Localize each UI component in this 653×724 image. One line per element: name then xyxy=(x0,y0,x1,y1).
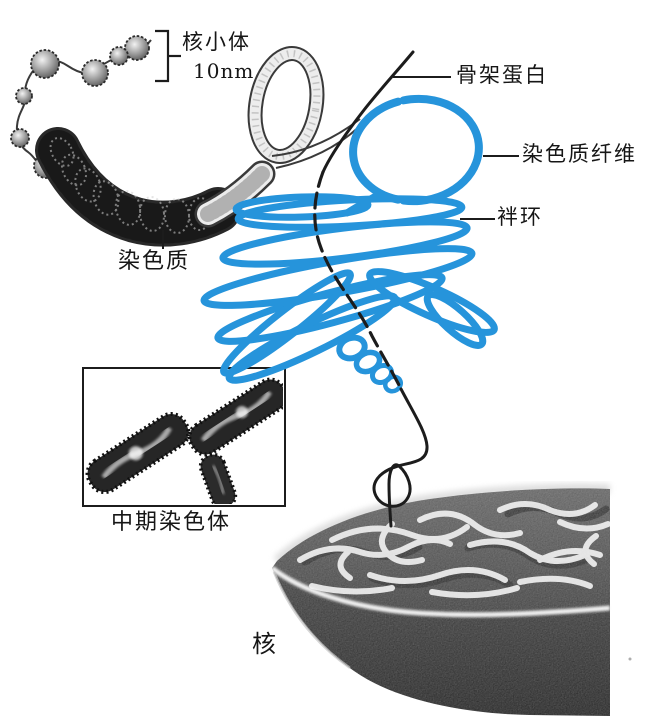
annotation-lines xyxy=(155,29,519,249)
big-fiber-loop xyxy=(349,94,483,206)
label-chromatin-fiber: 染色质纤维 xyxy=(522,142,637,166)
print-speck xyxy=(628,657,632,661)
label-scaffold-protein: 骨架蛋白 xyxy=(456,63,548,87)
chromosome-rod-small xyxy=(198,452,238,504)
label-nucleosome: 核小体 xyxy=(182,30,251,54)
fiber-pigtail-to-nucleus xyxy=(372,387,429,528)
scaffold-axis-dashed xyxy=(313,170,403,391)
chromosome-rod-right xyxy=(187,377,283,457)
metaphase-box xyxy=(82,367,286,507)
chromatin-coil-mass xyxy=(35,127,241,247)
fiber-ring xyxy=(249,48,323,162)
scaffold-protein-line xyxy=(313,50,429,528)
condensing-coil-chain xyxy=(336,334,404,394)
loop-fan xyxy=(200,193,498,384)
label-loop-ring: 袢环 xyxy=(497,205,543,229)
label-nucleus: 核 xyxy=(252,630,278,658)
label-chromatin: 染色质 xyxy=(118,249,191,274)
label-nucleosome-size: 10nm xyxy=(193,59,255,83)
label-metaphase-chromosome: 中期染色体 xyxy=(111,510,232,535)
chromosome-rod-left xyxy=(85,411,191,495)
scaffold-upper xyxy=(321,50,415,174)
solenoid-tube-and-ring xyxy=(194,46,364,228)
coil-texture xyxy=(49,137,213,234)
nucleosome-bracket xyxy=(155,29,170,83)
nucleus-illustration xyxy=(270,483,611,716)
chromatin-fiber-loops xyxy=(200,94,498,394)
nucleus-grain-texture xyxy=(272,488,610,716)
metaphase-chromosomes xyxy=(85,377,283,504)
